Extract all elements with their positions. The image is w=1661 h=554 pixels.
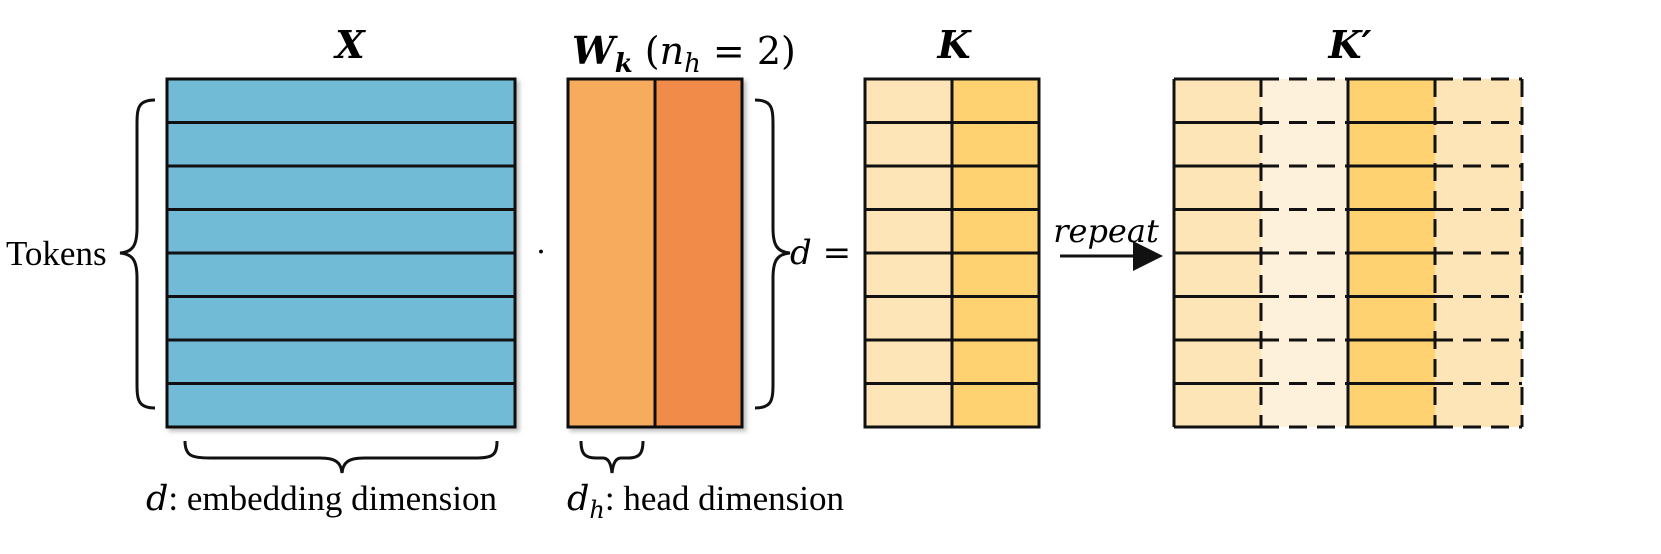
wk-title-k-subscript: k	[615, 49, 633, 79]
kprime-matrix-row-lines	[1174, 121, 1522, 385]
head-dimension-label: dh: head dimension	[567, 479, 844, 524]
tokens-brace	[119, 98, 156, 410]
kprime-matrix	[1172, 77, 1524, 429]
x-matrix-row-lines	[167, 121, 515, 385]
head-d-symbol: d	[567, 479, 589, 519]
wk-title-h-subscript: h	[684, 49, 701, 79]
wk-title-paren: (	[633, 29, 660, 73]
embedding-d-symbol: d	[146, 479, 168, 519]
kprime-matrix-title: K′	[1327, 22, 1371, 67]
head-dimension-brace	[579, 440, 645, 474]
wk-matrix-title: Wk (nh = 2)	[572, 28, 796, 79]
wk-title-n: n	[660, 29, 684, 73]
head-dimension-text: : head dimension	[605, 479, 844, 518]
k-matrix-title: K	[936, 22, 972, 67]
k-matrix	[863, 77, 1041, 429]
k-matrix-border	[863, 77, 1041, 429]
tokens-label: Tokens	[6, 234, 107, 273]
embedding-dimension-text: : embedding dimension	[168, 479, 497, 518]
head-h-subscript: h	[589, 496, 604, 524]
wk-head-1-column	[568, 79, 655, 427]
d-symbol: d	[790, 233, 812, 273]
embedding-dimension-label: d: embedding dimension	[146, 479, 497, 519]
equals-sign: =	[812, 233, 851, 273]
embedding-dimension-brace	[183, 440, 499, 474]
d-equals-label: d =	[790, 233, 851, 273]
wk-title-eq-2: = 2)	[701, 29, 796, 73]
d-brace	[754, 98, 791, 410]
x-matrix-title: X	[333, 22, 366, 67]
wk-head-2-column	[655, 79, 742, 427]
wk-title-w: W	[572, 28, 618, 73]
wk-matrix	[566, 77, 744, 429]
repeat-label: repeat	[1053, 212, 1159, 250]
matmul-dot: ·	[536, 235, 546, 270]
